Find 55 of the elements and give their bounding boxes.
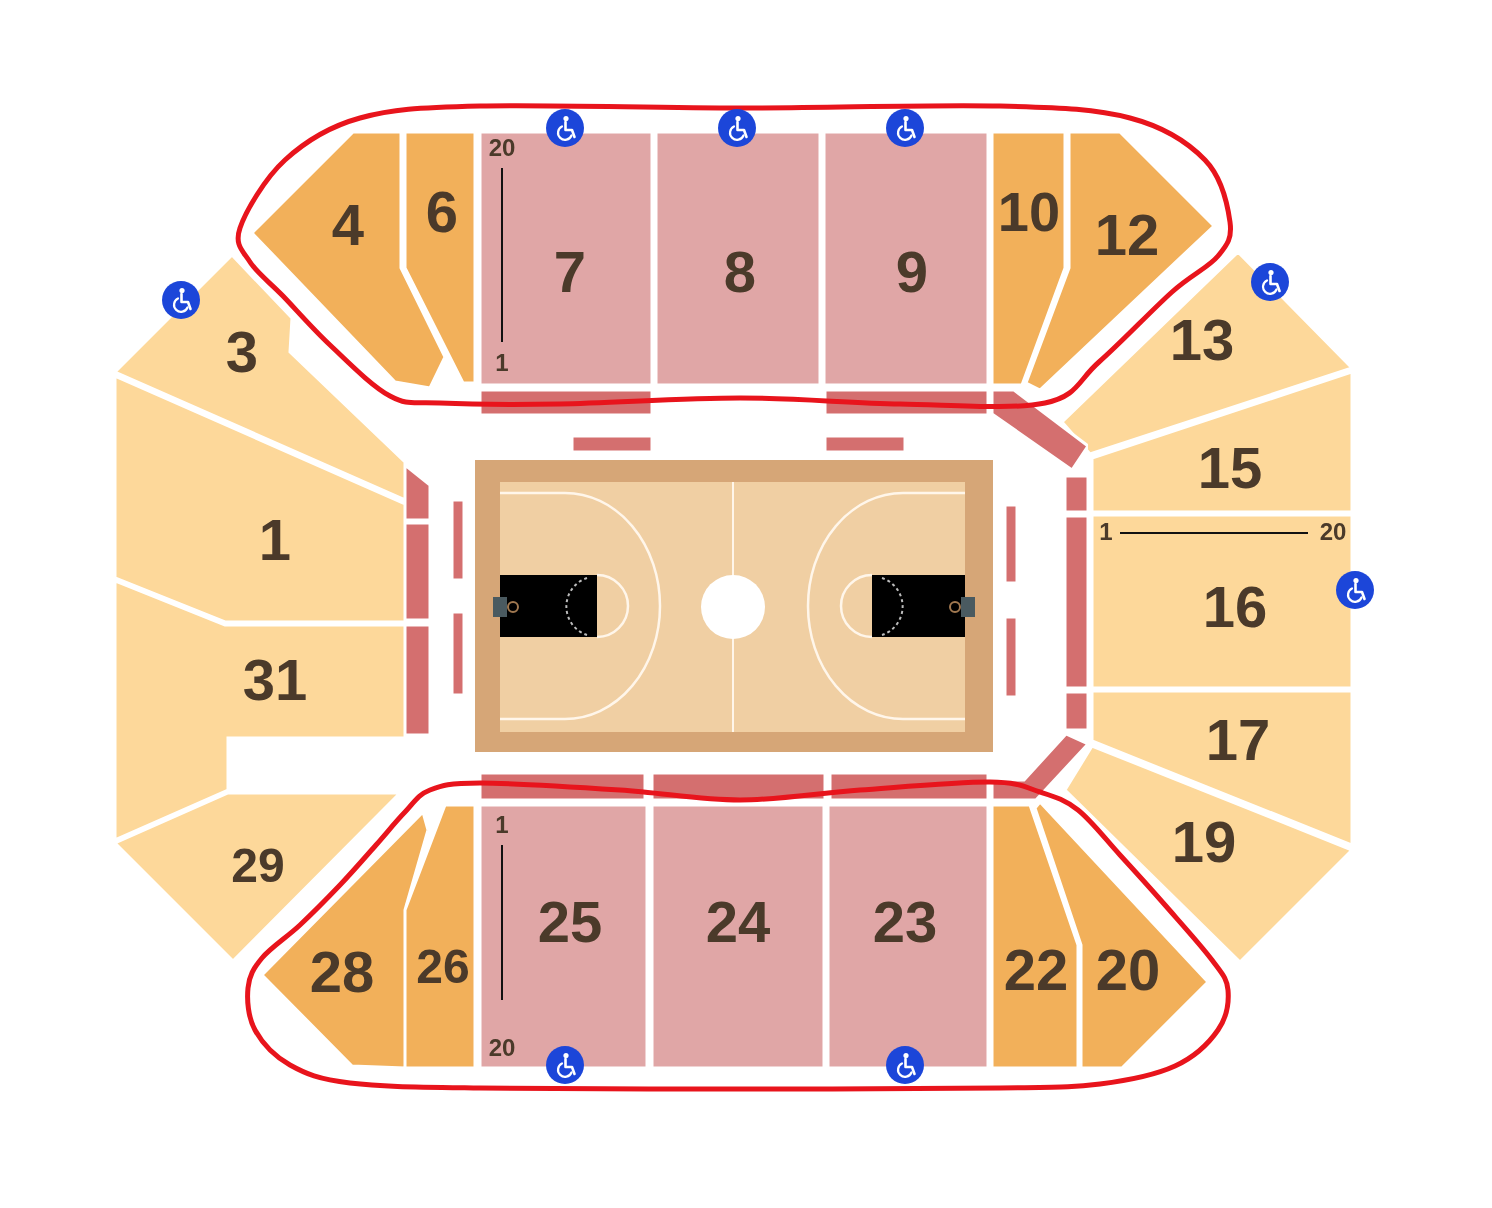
section-number: 19 <box>1171 813 1237 871</box>
row-number: 1 <box>495 813 509 837</box>
section-number: 23 <box>872 893 938 951</box>
row-number: 20 <box>488 136 516 160</box>
courtside-seating <box>992 734 1088 800</box>
row-number: 1 <box>495 351 509 375</box>
row-number: 1 <box>1099 520 1113 544</box>
section-number: 24 <box>705 893 771 951</box>
seating-section <box>656 132 820 385</box>
courtside-seating <box>572 436 652 452</box>
seating-section <box>828 805 988 1068</box>
courtside-seating <box>825 436 905 452</box>
section-number: 12 <box>1094 206 1160 264</box>
section-number: 29 <box>231 842 285 890</box>
section-number: 15 <box>1197 439 1263 497</box>
section-number: 3 <box>225 323 259 381</box>
row-number: 20 <box>1319 520 1347 544</box>
seating-section <box>1092 372 1352 512</box>
courtside-seating <box>452 500 464 580</box>
seating-section <box>405 132 475 383</box>
seating-section <box>824 132 988 385</box>
section-number: 31 <box>242 651 308 709</box>
section-number: 17 <box>1205 711 1271 769</box>
seating-section <box>652 805 824 1068</box>
courtside-seating <box>1065 476 1088 512</box>
section-number: 13 <box>1169 311 1235 369</box>
section-number: 28 <box>309 943 375 1001</box>
section-number: 9 <box>895 243 929 301</box>
seating-section <box>992 132 1065 385</box>
courtside-seating <box>452 612 464 695</box>
seating-section <box>115 376 405 622</box>
courtside-seating <box>1065 692 1088 730</box>
section-number: 7 <box>553 243 587 301</box>
section-number: 4 <box>331 196 365 254</box>
seating-section <box>480 805 647 1068</box>
section-number: 25 <box>537 893 603 951</box>
courtside-seating <box>1065 516 1088 688</box>
seating-section <box>1092 515 1352 688</box>
section-number: 8 <box>723 243 757 301</box>
section-number: 26 <box>416 943 470 991</box>
seating-section <box>405 805 475 1068</box>
section-number: 16 <box>1202 578 1268 636</box>
row-number: 20 <box>488 1036 516 1060</box>
seating-section <box>992 805 1078 1068</box>
section-number: 10 <box>997 184 1061 240</box>
courtside-seating <box>992 390 1088 470</box>
courtside-seating <box>1005 505 1017 583</box>
seating-section <box>115 255 405 500</box>
courtside-seating <box>1005 617 1017 697</box>
seating-section <box>115 581 405 840</box>
seating-section <box>480 132 652 385</box>
section-number: 6 <box>425 183 459 241</box>
section-number: 22 <box>1003 941 1069 999</box>
section-number: 20 <box>1095 941 1161 999</box>
section-number: 1 <box>258 511 292 569</box>
